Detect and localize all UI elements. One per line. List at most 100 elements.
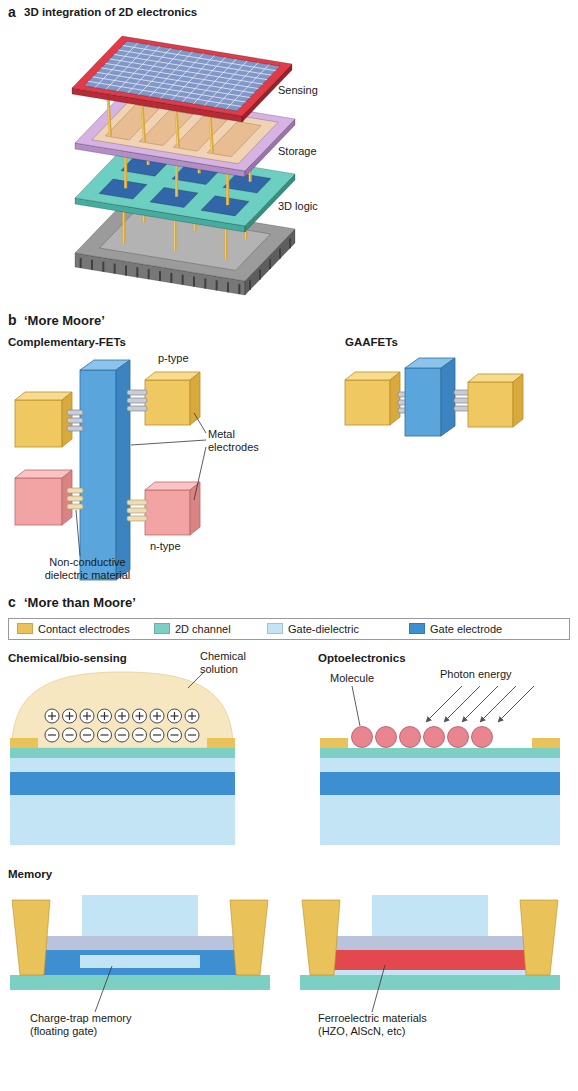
gaafet-gate: [405, 368, 441, 436]
gaafet-left-electrode: [345, 380, 390, 425]
legend-box: Contact electrodes2D channelGate-dielect…: [8, 618, 570, 640]
ferroelectric-device: [372, 895, 488, 936]
optoelectronic-device: [352, 686, 360, 726]
legend-entry: Gate electrode: [409, 622, 502, 636]
chip-pin: [80, 258, 82, 268]
ferroelectric-device: [332, 950, 528, 970]
cfet-gate-pillar: [80, 370, 116, 580]
negative-ion: [98, 728, 112, 742]
negative-ion: [133, 728, 147, 742]
gaafet-gate: [405, 358, 455, 436]
annotation-label: Molecule: [330, 672, 374, 685]
annotation-label: Metal electrodes: [208, 428, 270, 454]
grid-line: [106, 63, 259, 88]
annotation-label: Sensing: [278, 84, 318, 97]
ferroelectric-device: [520, 900, 558, 975]
gaafet-right-electrode: [468, 382, 513, 427]
section-heading: Memory: [8, 868, 52, 882]
n-type-nanosheets: [127, 508, 147, 513]
photon-arrow: [498, 686, 534, 722]
negative-ion: [80, 728, 94, 742]
n-type-nanosheets: [67, 504, 83, 509]
grid-line: [118, 50, 271, 75]
optoelectronic-device: [320, 686, 560, 845]
section-heading: Complementary-FETs: [8, 336, 126, 350]
cfet-n-electrode-right: [145, 490, 190, 535]
legend-text: Contact electrodes: [38, 623, 130, 635]
ferroelectric-device: [332, 936, 528, 950]
cfet-n-electrode-right: [190, 482, 200, 535]
section-heading: Optoelectronics: [318, 652, 406, 666]
panel-heading: c: [8, 594, 16, 611]
positive-ion: [150, 709, 164, 723]
photon-arrow: [444, 686, 480, 722]
cfet-p-electrode-right: [190, 372, 200, 425]
legend-entry: Gate-dielectric: [267, 622, 359, 636]
positive-ion: [115, 709, 129, 723]
biosensor-device: [10, 758, 235, 772]
molecule: [424, 727, 445, 748]
leader-lines: [76, 413, 206, 556]
photon-arrow: [480, 686, 516, 722]
logic-block: [223, 173, 271, 193]
chip-pin: [136, 267, 138, 277]
chip-pin: [227, 282, 229, 292]
n-type-nanosheets: [67, 488, 83, 493]
chip-pin: [91, 260, 93, 270]
molecule: [448, 727, 469, 748]
photon-arrow: [426, 686, 462, 722]
panel-heading: ‘More than Moore’: [24, 595, 136, 611]
chip-pin: [204, 278, 206, 288]
gaafet-right-electrode: [468, 374, 523, 427]
charge-trap-device: [82, 895, 198, 936]
plus-sign: [86, 712, 87, 720]
annotation-label: Ferroelectric materials (HZO, AlScN, etc…: [318, 1012, 458, 1038]
section-heading: Chemical/bio-sensing: [8, 652, 127, 666]
charge-trap-device: [10, 895, 270, 1012]
positive-ion: [45, 709, 59, 723]
positive-ion: [63, 709, 77, 723]
optoelectronic-device: [320, 795, 560, 845]
p-type-nanosheets: [67, 410, 83, 415]
n-type-nanosheets: [127, 516, 147, 521]
cfet-n-electrode-left: [15, 470, 72, 525]
molecule: [376, 727, 397, 748]
plus-sign: [69, 712, 70, 720]
minus-sign: [153, 734, 161, 735]
logic-block: [201, 196, 249, 216]
annotation-label: Charge-trap memory (floating gate): [30, 1012, 160, 1038]
molecule: [400, 727, 421, 748]
plus-sign: [156, 712, 157, 720]
gaafet-right-electrode: [513, 374, 523, 427]
legend-text: Gate-dielectric: [288, 623, 359, 635]
storage-cell: [207, 122, 261, 157]
biosensor-device: [10, 672, 235, 845]
gaafet-gate: [441, 358, 455, 436]
chip-pin: [238, 284, 240, 294]
positive-ion: [133, 709, 147, 723]
minus-sign: [171, 734, 179, 735]
charge-trap-device: [42, 936, 238, 950]
grid-line: [110, 59, 263, 84]
grid-line: [93, 77, 246, 102]
ferroelectric-device: [300, 975, 560, 990]
chip-pin: [269, 259, 271, 269]
grid-line: [88, 81, 241, 106]
plus-sign: [51, 712, 52, 720]
plus-sign: [191, 712, 192, 720]
grid-line: [101, 68, 254, 93]
chip-pin: [289, 238, 291, 248]
minus-sign: [118, 734, 126, 735]
biosensor-device: [10, 738, 38, 748]
optoelectronic-device: [320, 758, 560, 772]
plus-sign: [104, 712, 105, 720]
n-type-nanosheets: [67, 496, 83, 501]
minus-sign: [66, 734, 74, 735]
optoelectronic-device: [532, 738, 560, 748]
charge-trap-device: [230, 900, 268, 975]
n-type-nanosheets: [67, 488, 147, 521]
biosensor-device: [10, 748, 235, 758]
ferroelectric-device: [372, 965, 385, 1012]
